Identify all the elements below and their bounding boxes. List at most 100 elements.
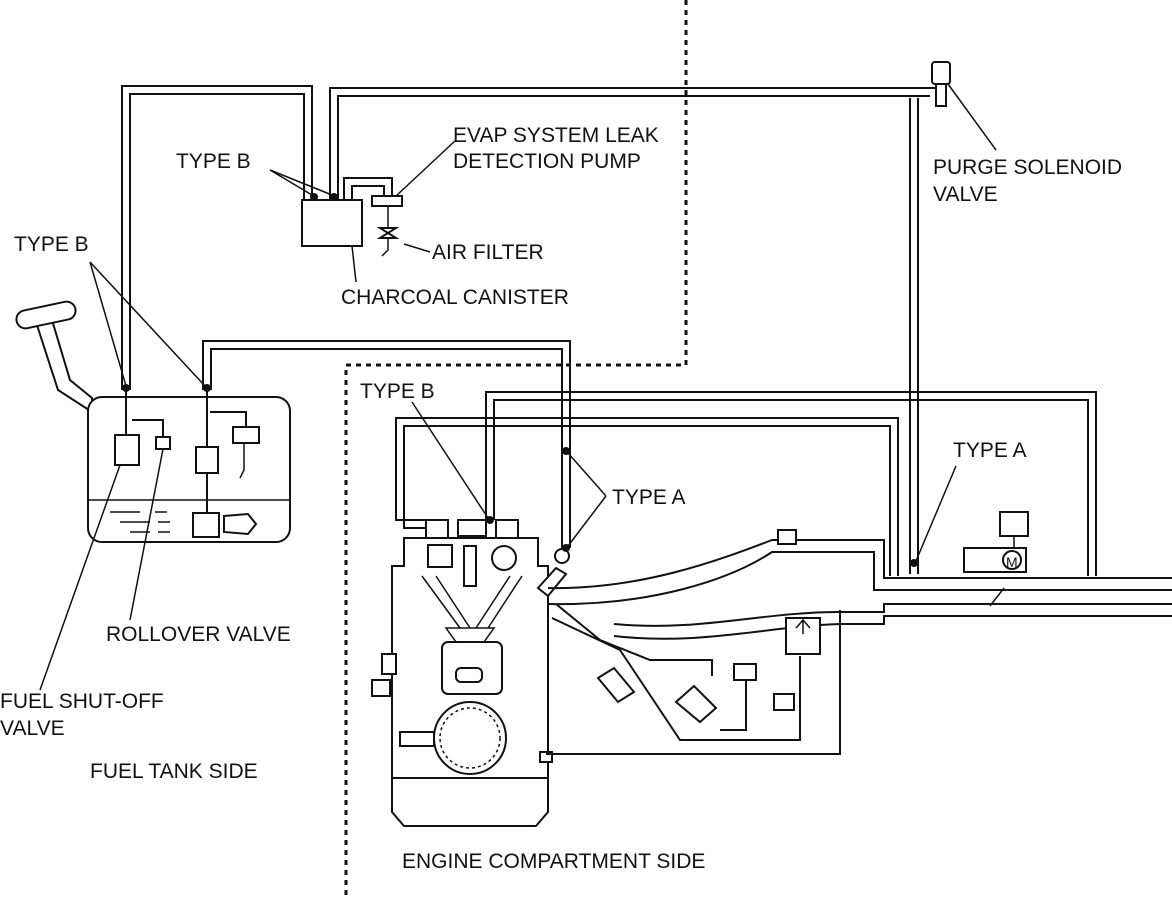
hose-tank-engine-outer [202,340,571,548]
fuel-pump-module [192,512,220,538]
engine-sensor-lower [371,679,391,697]
vacuum-line-a [551,617,801,741]
intake-sensor [777,529,797,545]
leader-type-a-engine [567,452,607,547]
rollover-valve-body [155,436,171,450]
hose-tank-canister-inner [129,93,305,390]
fuel-pump-strainer [223,512,258,536]
leak-pump-body [371,195,403,207]
label-type-b-tank: TYPE B [14,233,89,256]
throttle-motor [1002,550,1022,570]
leader-type-b-tank [89,261,206,387]
label-type-b-canister: TYPE B [176,150,251,173]
piston-pin [455,667,483,683]
label-air-filter: AIR FILTER [432,241,544,264]
label-engine-compartment-side: ENGINE COMPARTMENT SIDE [402,850,705,873]
label-purge-solenoid-line1: PURGE SOLENOID [933,156,1122,179]
label-evap-pump-line1: EVAP SYSTEM LEAK [453,124,659,147]
charcoal-canister-body [301,199,363,247]
hose-pcv-inner [403,425,891,576]
label-shutoff-valve-line1: FUEL SHUT-OFF [0,690,164,713]
egr-valve-right [674,684,718,724]
vacuum-sensor [733,663,757,681]
hose-canister-purge-outer [329,87,938,200]
fuel-level-marks [110,511,170,533]
label-evap-pump-line2: DETECTION PUMP [453,150,641,173]
label-shutoff-valve-line2: VALVE [0,717,65,740]
exhaust-upper-edge [613,603,1172,627]
vacuum-solenoid-arrow [795,618,811,634]
hose-canister-pump-b [351,185,385,200]
hose-pcv-outer [395,417,899,576]
valve-stems [421,575,523,629]
leader-purge-solenoid [947,83,997,151]
purge-solenoid-valve-body [931,61,951,85]
hose-engine-loop-inner [493,399,1089,576]
hose-tank-engine-inner [210,348,563,548]
leader-type-a-right [915,465,957,562]
air-filter-symbol [376,227,400,239]
leader-shutoff-valve [39,464,121,691]
intake-system [546,511,1172,755]
intake-upper-edge [547,539,1172,590]
fuel-shutoff-valve-body [114,434,140,466]
engine-port [539,751,553,763]
flywheel [433,701,507,775]
tube-rollover [132,419,164,437]
joint-type-b-tank-a [122,384,130,392]
filler-cap [15,300,77,330]
vacuum-line-b [546,610,841,755]
throttle-plate [989,587,1005,607]
intake-lower-edge [547,551,1172,606]
tank-vent-valve [195,446,219,474]
label-charcoal-canister: CHARCOAL CANISTER [341,286,569,309]
leader-air-filter [403,243,431,253]
leader-lines [39,83,997,691]
leader-evap-pump [395,139,457,197]
hose-tank-canister-outer [121,85,313,390]
hose-canister-purge-inner [337,95,930,200]
label-type-a-right: TYPE A [953,439,1027,462]
crank-sensor [399,731,435,747]
cam-cover-right [495,519,519,539]
injector-connector [554,548,570,564]
hose-canister-pump-a [343,177,393,200]
leader-type-b-engine [411,401,489,519]
cam-cover-mid [457,519,487,537]
cam-left [427,544,453,568]
tank-pressure-sensor [232,426,260,444]
fuel-tank [15,300,291,543]
label-type-b-engine: TYPE B [360,380,435,403]
oil-pan [391,777,549,827]
side-divider-line [344,0,688,895]
sensor-stem [239,443,245,479]
spark-plug [463,545,477,587]
label-motor-symbol: M [1006,554,1018,570]
evap-hoses [121,85,1097,576]
tube-sensor [210,411,247,427]
air-filter-inlet [381,238,389,257]
label-rollover-valve: ROLLOVER VALVE [106,623,291,646]
fuel-injector [536,566,568,598]
label-purge-solenoid-line2: VALVE [933,183,998,206]
exhaust-lower-edge [613,615,1172,640]
label-fuel-tank-side: FUEL TANK SIDE [90,760,258,783]
leader-rollover-valve [129,448,164,621]
flywheel-teeth [439,707,501,769]
leader-charcoal-canister [351,245,357,283]
leader-type-b-canister [269,169,333,196]
vacuum-line-d [720,680,747,731]
hose-engine-loop-outer [485,391,1097,576]
purge-solenoid-port [935,83,947,107]
engine-sensor-upper [381,653,397,675]
throttle-sensor [999,511,1029,537]
cam-right [491,545,517,571]
egr-valve-left [596,666,636,704]
label-type-a-engine: TYPE A [612,486,686,509]
filler-neck [34,318,93,414]
vacuum-line-c [555,603,713,676]
cam-cover-left [425,519,449,539]
vacuum-sensor-lower [773,693,795,711]
